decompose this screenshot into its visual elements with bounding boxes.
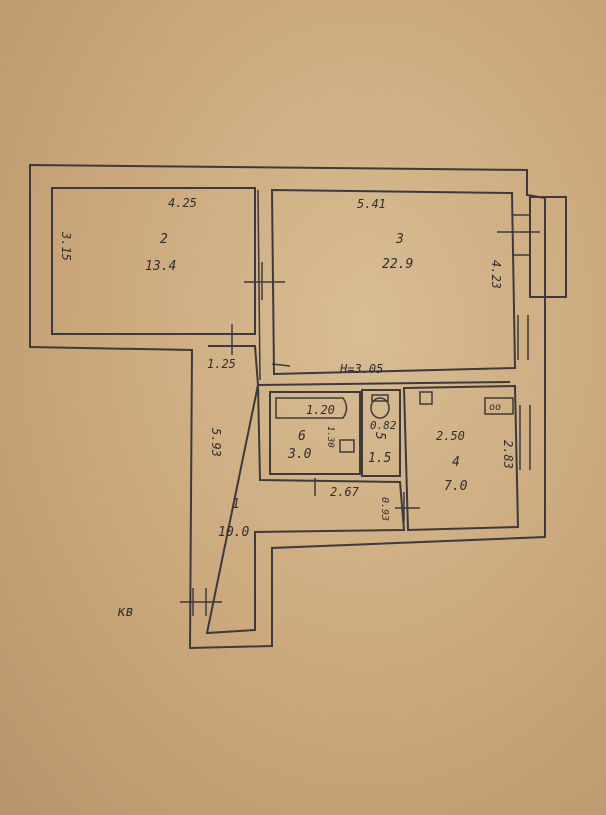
stove-icon xyxy=(484,397,514,415)
room-3-height: 4.23 xyxy=(489,260,503,289)
room-3-area: 22.9 xyxy=(382,257,413,272)
room-2-height: 3.15 xyxy=(59,231,73,261)
corridor-width: 2.67 xyxy=(330,485,360,499)
sink-icon xyxy=(419,391,433,405)
bathroom-outline xyxy=(269,391,361,475)
room-5-area: 1.5 xyxy=(368,451,392,466)
room-4-number: 4 xyxy=(452,455,460,470)
entrance-label: кв xyxy=(117,604,134,620)
bath-width: 1.20 xyxy=(306,403,335,417)
room-2-area: 13.4 xyxy=(145,259,176,274)
hall-top-dimension: 1.25 xyxy=(207,357,236,371)
room-6-area: 3.0 xyxy=(287,447,312,462)
room-3-width: 5.41 xyxy=(357,197,386,211)
hall-length: 5.93 xyxy=(209,428,223,457)
wc-outline xyxy=(361,389,401,477)
kitchen-width: 2.50 xyxy=(436,429,465,443)
room-3-number: 3 xyxy=(395,232,404,247)
balcony-outline xyxy=(529,196,567,298)
bath-depth: 1.30 xyxy=(325,426,335,448)
window-marks xyxy=(180,214,540,616)
room-1-area: 10.0 xyxy=(218,525,249,540)
room-2-number: 2 xyxy=(160,232,168,247)
room-6-number: 6 xyxy=(298,429,306,444)
outer-wall xyxy=(29,163,546,650)
passage-width: 0.93 xyxy=(379,497,390,521)
kitchen-outline xyxy=(402,384,520,532)
room-4-area: 7.0 xyxy=(444,479,468,494)
room-2-width: 4.25 xyxy=(168,196,197,210)
kitchen-depth: 2.83 xyxy=(501,440,515,469)
room-2-outline xyxy=(51,187,256,335)
room-3-outline xyxy=(270,188,517,376)
room-5-number: 5 xyxy=(372,432,387,440)
toilet-icon xyxy=(370,397,390,419)
room-1-number: 1 xyxy=(232,497,240,512)
stove-label: oo xyxy=(489,402,501,413)
ceiling-height: H=3.05 xyxy=(339,362,383,376)
wc-width: 0.82 xyxy=(370,419,397,432)
